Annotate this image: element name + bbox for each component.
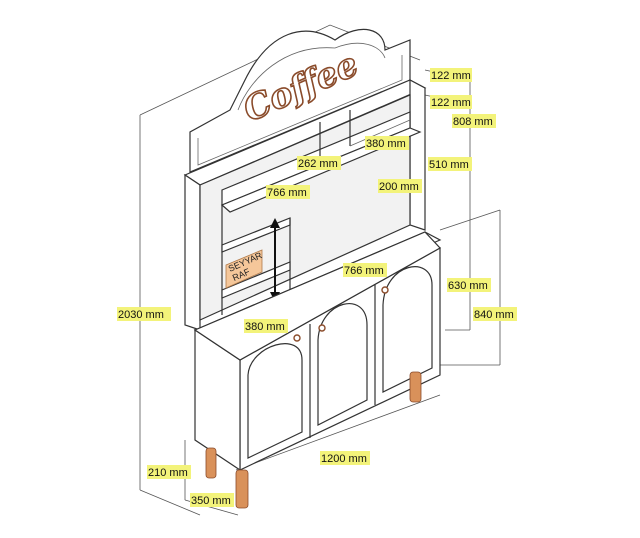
svg-text:262 mm: 262 mm (298, 158, 338, 170)
crown-panel (189, 28, 411, 173)
door-middle (317, 303, 368, 426)
dimension-labels: 122 mm 122 mm 808 mm 380 mm 262 mm 510 m… (117, 68, 517, 507)
dim-380-mid: 380 mm (244, 319, 288, 333)
dim-350: 350 mm (190, 493, 234, 507)
svg-text:350 mm: 350 mm (191, 495, 231, 507)
svg-text:380 mm: 380 mm (366, 138, 406, 150)
dim-766-mid: 766 mm (343, 263, 387, 277)
dim-200: 200 mm (378, 179, 422, 193)
dim-380-top: 380 mm (365, 136, 409, 150)
svg-text:808 mm: 808 mm (453, 116, 493, 128)
svg-text:630 mm: 630 mm (448, 280, 488, 292)
door-knob-icon (318, 324, 326, 332)
dim-766-top: 766 mm (266, 185, 310, 199)
legs (205, 371, 422, 509)
dim-210: 210 mm (147, 465, 191, 479)
dim-2030: 2030 mm (117, 307, 171, 321)
leg-back-left (205, 447, 217, 479)
svg-text:766 mm: 766 mm (344, 265, 384, 277)
dim-510: 510 mm (428, 157, 472, 171)
svg-text:122 mm: 122 mm (431, 70, 471, 82)
dim-840: 840 mm (473, 307, 517, 321)
door-knob-icon (381, 286, 389, 294)
svg-text:380 mm: 380 mm (245, 321, 285, 333)
door-left (247, 334, 303, 459)
svg-text:1200 mm: 1200 mm (321, 453, 367, 465)
svg-text:840 mm: 840 mm (474, 309, 514, 321)
svg-text:2030 mm: 2030 mm (118, 309, 164, 321)
dim-630: 630 mm (447, 278, 491, 292)
door-right (381, 266, 433, 393)
leg-front-left (235, 469, 249, 509)
door-knob-icon (293, 334, 301, 342)
svg-text:510 mm: 510 mm (429, 159, 469, 171)
dim-122-top: 122 mm (430, 68, 472, 82)
svg-text:122 mm: 122 mm (431, 97, 471, 109)
svg-text:766 mm: 766 mm (267, 187, 307, 199)
svg-text:200 mm: 200 mm (379, 181, 419, 193)
dim-122-second: 122 mm (430, 95, 472, 109)
cabinet-doors (247, 266, 433, 459)
leg-front-right (409, 371, 422, 403)
dim-808: 808 mm (452, 114, 496, 128)
dim-1200: 1200 mm (320, 451, 370, 465)
dim-262: 262 mm (297, 156, 341, 170)
svg-text:210 mm: 210 mm (148, 467, 188, 479)
